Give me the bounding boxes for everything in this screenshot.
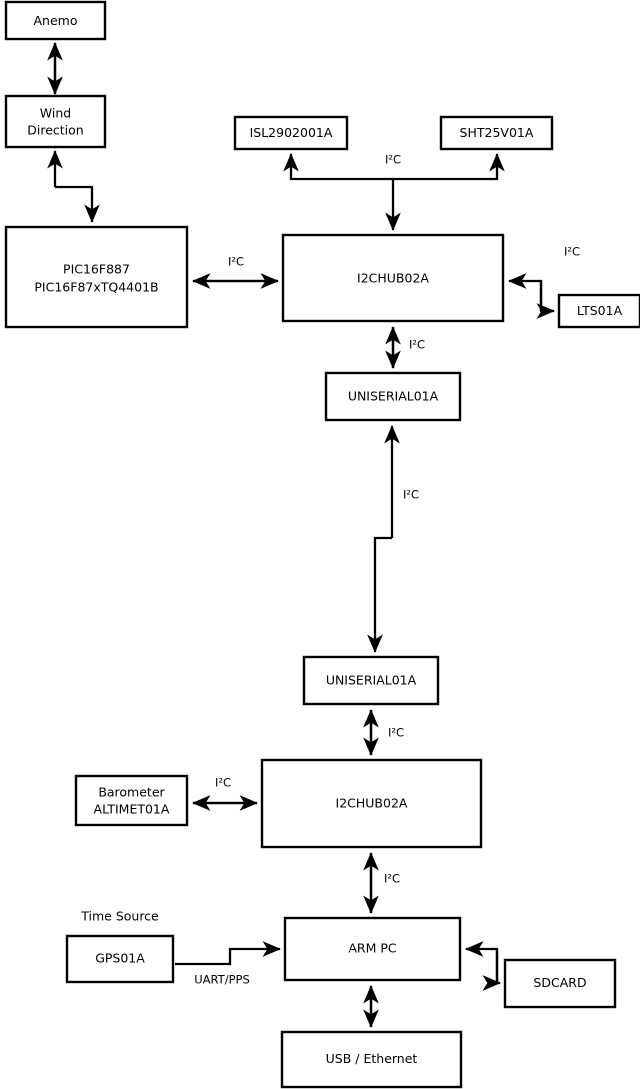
edge-uniserialtop-to-uniserialbot [367, 536, 392, 653]
edge-label-i2c-hubbot-armpc: I²C [384, 872, 400, 886]
edge-label-uart-pps: UART/PPS [194, 973, 250, 987]
edge-labels-layer: I²C I²C I²C I²C I²C I²C I²C I²C UART/PPS [194, 153, 580, 987]
node-anemo-label: Anemo [34, 13, 78, 28]
free-labels-layer: Time Source [80, 909, 159, 924]
node-i2chub02a-top-label: I2CHUB02A [357, 271, 429, 286]
node-pic-mcu-label-line2: PIC16F87xTQ4401B [34, 280, 158, 295]
node-isl2902001a[interactable]: ISL2902001A [233, 115, 349, 151]
node-isl2902001a-label: ISL2902001A [250, 125, 333, 140]
edge-hubtop-to-lts [536, 281, 555, 319]
edge-label-i2c-barometer-hubbot: I²C [215, 776, 231, 790]
node-i2chub02a-bottom[interactable]: I2CHUB02A [260, 758, 483, 849]
node-sht25v01a-label: SHT25V01A [460, 125, 534, 140]
edges-layer [47, 42, 555, 1028]
node-pic-mcu[interactable]: PIC16F887 PIC16F87xTQ4401B [4, 225, 189, 329]
node-i2chub02a-top[interactable]: I2CHUB02A [281, 233, 505, 323]
node-arm-pc-label: ARM PC [348, 941, 397, 956]
edge-label-i2c-isl-sht: I²C [385, 153, 401, 167]
edge-lts-to-hubtop [508, 273, 543, 311]
node-gps01a[interactable]: GPS01A [65, 934, 175, 984]
node-wind-direction-label-line2: Direction [27, 123, 83, 138]
edge-sdcard-to-armpc [465, 941, 499, 983]
edge-bus-to-sht [393, 153, 505, 181]
edge-pic-winddirection-jog [55, 185, 100, 223]
node-pic-mcu-label-line1: PIC16F887 [63, 262, 130, 277]
nodes-layer: Anemo Wind Direction PIC16F887 PIC16F87x… [4, 0, 640, 1089]
node-uniserial01a-top-label: UNISERIAL01A [348, 389, 439, 404]
edge-label-i2c-uniserialbot-hubbot: I²C [388, 726, 404, 740]
node-sdcard[interactable]: SDCARD [503, 958, 617, 1009]
node-uniserial01a-bottom[interactable]: UNISERIAL01A [302, 655, 440, 706]
edge-bus-to-isl [283, 153, 393, 181]
node-lts01a[interactable]: LTS01A [557, 293, 640, 329]
edge-label-i2c-pic-hubtop: I²C [228, 255, 244, 269]
edge-armpc-to-sdcard [482, 949, 501, 991]
node-usb-ethernet-label: USB / Ethernet [326, 1051, 418, 1066]
label-time-source: Time Source [80, 909, 159, 924]
node-i2chub02a-bottom-label: I2CHUB02A [336, 796, 408, 811]
node-wind-direction-label-line1: Wind [40, 106, 71, 121]
node-barometer-label-line2: ALTIMET01A [94, 802, 170, 817]
edge-label-i2c-hubtop-lts: I²C [564, 245, 580, 259]
edge-label-i2c-uniserial-link: I²C [403, 488, 419, 502]
node-sht25v01a[interactable]: SHT25V01A [439, 115, 554, 151]
node-lts01a-label: LTS01A [577, 303, 623, 318]
node-uniserial01a-top[interactable]: UNISERIAL01A [324, 371, 462, 422]
node-wind-direction[interactable]: Wind Direction [4, 94, 107, 149]
node-uniserial01a-bottom-label: UNISERIAL01A [326, 673, 417, 688]
node-barometer-altimet01a[interactable]: Barometer ALTIMET01A [74, 774, 189, 827]
node-anemo[interactable]: Anemo [4, 0, 107, 41]
node-gps01a-label: GPS01A [95, 951, 145, 966]
node-sdcard-label: SDCARD [533, 975, 586, 990]
edge-label-i2c-hubtop-uniserialtop: I²C [409, 338, 425, 352]
edge-gps-to-armpc [175, 941, 281, 966]
node-barometer-label-line1: Barometer [98, 785, 165, 800]
node-usb-ethernet[interactable]: USB / Ethernet [280, 1030, 463, 1089]
node-arm-pc[interactable]: ARM PC [283, 916, 462, 982]
